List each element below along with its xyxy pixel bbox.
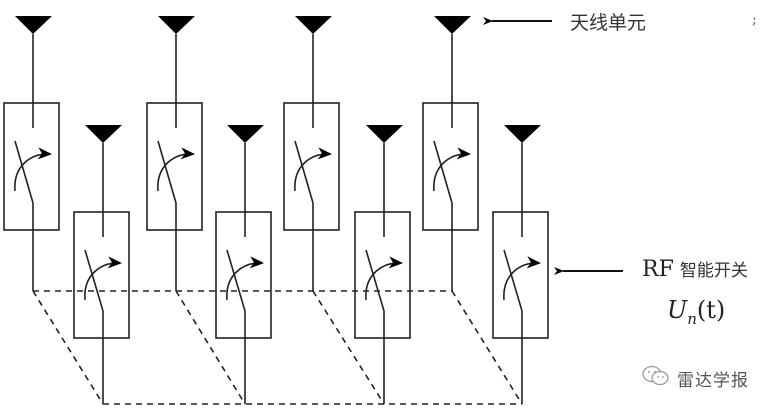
antenna-icon bbox=[85, 125, 122, 143]
antenna-icon bbox=[158, 16, 195, 34]
switch-lever bbox=[84, 249, 104, 312]
antenna-element-6 bbox=[354, 125, 411, 404]
rf-switch-text: 智能开关 bbox=[679, 261, 748, 281]
diagonal-dashed-link bbox=[312, 290, 385, 405]
antenna-element-1 bbox=[3, 16, 60, 291]
switch-lever bbox=[503, 249, 523, 312]
switch-lever bbox=[433, 140, 453, 204]
antenna-element-8 bbox=[492, 125, 549, 404]
antenna-icon bbox=[434, 16, 471, 34]
diagonal-dashed-link bbox=[175, 290, 246, 405]
rf-switch-box bbox=[354, 211, 411, 339]
control-arrow-icon bbox=[433, 147, 471, 192]
control-arrow-icon bbox=[157, 147, 195, 192]
watermark-text: 雷达学报 bbox=[677, 370, 749, 391]
switch-lever bbox=[14, 140, 34, 204]
control-arrow-icon bbox=[365, 256, 403, 301]
control-arrow-icon bbox=[294, 147, 332, 192]
rf-switch-box bbox=[422, 102, 479, 231]
semicolon-mark: ; bbox=[752, 12, 757, 28]
control-arrow-icon bbox=[84, 256, 122, 301]
antenna-unit-label: 天线单元 bbox=[570, 12, 647, 34]
switch-lever bbox=[365, 249, 385, 312]
control-subscript: n bbox=[687, 309, 697, 328]
diagonal-dashed-link bbox=[451, 290, 523, 405]
feed-network bbox=[32, 290, 523, 405]
rf-switch-box bbox=[283, 102, 340, 231]
control-arrow-icon bbox=[503, 256, 541, 301]
rf-switch-box bbox=[146, 102, 203, 231]
rf-switch-box bbox=[73, 211, 130, 339]
antenna-icon bbox=[15, 16, 52, 34]
switch-lever bbox=[157, 140, 177, 204]
control-arrow-icon bbox=[14, 147, 52, 192]
antenna-icon bbox=[295, 16, 332, 34]
rf-prefix: RF bbox=[642, 257, 674, 282]
antenna-element-2 bbox=[73, 125, 130, 404]
rf-switch-box bbox=[215, 211, 272, 339]
antenna-element-3 bbox=[146, 16, 203, 291]
wechat-icon bbox=[641, 364, 671, 392]
elements-layer bbox=[3, 16, 549, 404]
antenna-icon bbox=[366, 125, 403, 143]
antenna-element-4 bbox=[215, 125, 272, 404]
antenna-element-7 bbox=[422, 16, 479, 291]
pointer-arrows bbox=[483, 17, 623, 275]
control-arrow-icon bbox=[226, 256, 264, 301]
control-symbol: U bbox=[667, 296, 688, 324]
watermark: 雷达学报 bbox=[641, 364, 749, 392]
rf-switch-box bbox=[3, 102, 60, 231]
switch-lever bbox=[226, 249, 246, 312]
antenna-element-5 bbox=[283, 16, 340, 291]
control-signal-label: Un(t) bbox=[667, 296, 725, 328]
antenna-icon bbox=[504, 125, 541, 143]
antenna-icon bbox=[227, 125, 264, 143]
control-arg: (t) bbox=[696, 296, 726, 324]
diagonal-dashed-link bbox=[32, 290, 104, 405]
switch-lever bbox=[294, 140, 314, 204]
rf-switch-box bbox=[492, 211, 549, 339]
